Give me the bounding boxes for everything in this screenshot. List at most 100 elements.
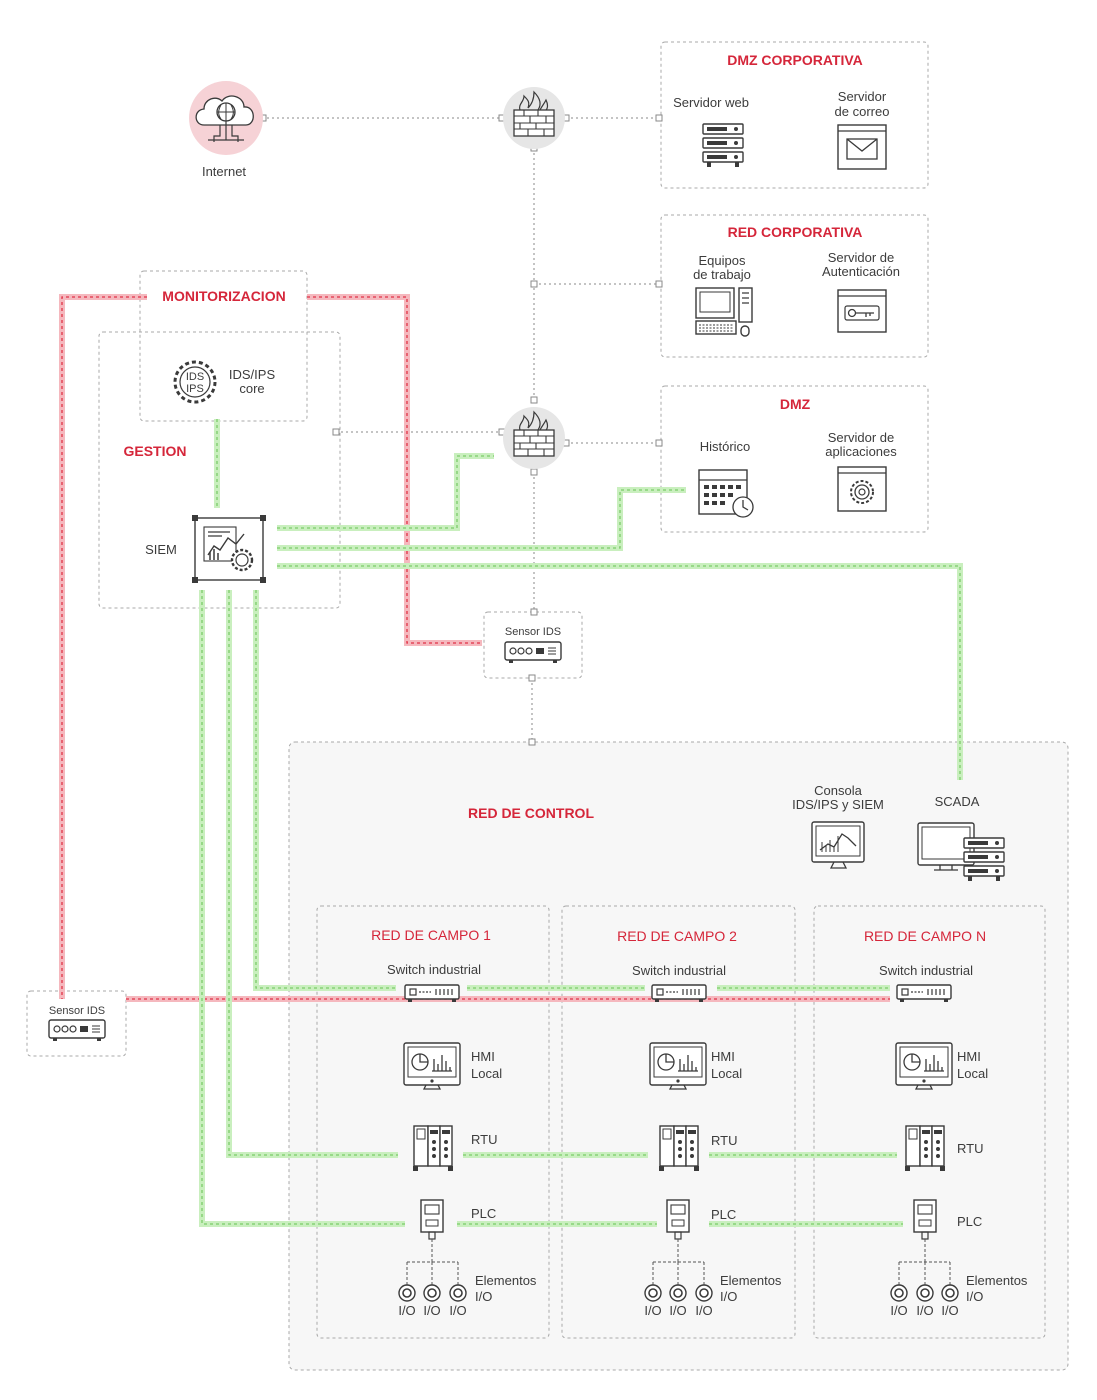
gear-window-icon <box>837 466 887 512</box>
rtu-icon <box>412 1125 454 1172</box>
hmi-label-2: Local <box>711 1066 742 1081</box>
switch-industrial-label: Switch industrial <box>879 963 973 978</box>
io-label: I/O <box>398 1303 415 1318</box>
zone-label-red-corporativa: RED CORPORATIVA <box>728 224 863 240</box>
hmi-label-1: HMI <box>711 1049 735 1064</box>
switch-icon <box>896 984 952 1003</box>
red-campo-n-zone <box>813 905 1046 1339</box>
campo-2-devices: Switch industrial HMI Local RTU PLC I/O … <box>632 963 782 1318</box>
servidor-autenticacion-label-2: Autenticación <box>822 264 900 279</box>
ids-icon-text: IDS <box>186 371 204 383</box>
workstation-icon <box>695 287 753 337</box>
rtu-icon <box>658 1125 700 1172</box>
io-label: I/O <box>695 1303 712 1318</box>
red-campo-2-zone <box>561 905 796 1339</box>
ids-gear-icon: IDS IPS <box>173 360 217 404</box>
servidor-aplicaciones-label-2: aplicaciones <box>825 444 897 459</box>
elementos-io-label-1: Elementos <box>475 1273 537 1288</box>
internet-node: Internet <box>189 81 263 179</box>
historico-label: Histórico <box>700 439 751 454</box>
scada-label: SCADA <box>935 794 980 809</box>
mail-icon <box>837 124 887 170</box>
zone-label-gestion: GESTION <box>123 443 186 459</box>
io-label: I/O <box>890 1303 907 1318</box>
io-icon <box>695 1284 713 1302</box>
sensor-ids-left-label: Sensor IDS <box>49 1005 105 1017</box>
io-icon <box>423 1284 441 1302</box>
hmi-label-2: Local <box>957 1066 988 1081</box>
server-rack-icon <box>702 123 744 168</box>
io-icon <box>941 1284 959 1302</box>
console-monitor-icon <box>811 821 865 869</box>
zone-label-dmz: DMZ <box>780 396 811 412</box>
io-label: I/O <box>916 1303 933 1318</box>
servidor-web-label: Servidor web <box>673 95 749 110</box>
sensor-device-icon <box>504 641 562 664</box>
io-label: I/O <box>449 1303 466 1318</box>
plc-label: PLC <box>471 1206 496 1221</box>
plc-label: PLC <box>711 1207 736 1222</box>
elementos-io-label-2: I/O <box>720 1289 737 1304</box>
siem-chart-icon <box>192 515 266 583</box>
zone-label-campo-2: RED DE CAMPO 2 <box>617 928 737 944</box>
zone-label-red-control: RED DE CONTROL <box>468 805 594 821</box>
servidor-aplicaciones-label-1: Servidor de <box>828 430 894 445</box>
servidor-autenticacion-label-1: Servidor de <box>828 250 894 265</box>
io-icon <box>398 1284 416 1302</box>
rtu-icon <box>904 1125 946 1172</box>
plc-label: PLC <box>957 1214 982 1229</box>
io-label: I/O <box>423 1303 440 1318</box>
io-icon <box>669 1284 687 1302</box>
management-lines <box>199 419 963 1227</box>
switch-icon <box>651 984 707 1003</box>
hmi-label-2: Local <box>471 1066 502 1081</box>
zone-label-monitorizacion: MONITORIZACION <box>162 288 285 304</box>
campo-1-devices: Switch industrial HMI Local RTU PLC I/O … <box>387 962 537 1318</box>
sensor-device-icon <box>48 1019 106 1042</box>
firewall-icon <box>502 406 566 470</box>
ids-ips-core-label-1: IDS/IPS <box>229 367 276 382</box>
elementos-io-label-2: I/O <box>966 1289 983 1304</box>
io-icon <box>644 1284 662 1302</box>
elementos-io-label-2: I/O <box>475 1289 492 1304</box>
key-icon <box>837 289 887 333</box>
zone-label-dmz-corporativa: DMZ CORPORATIVA <box>727 52 863 68</box>
rtu-label: RTU <box>957 1141 983 1156</box>
hmi-label-1: HMI <box>957 1049 981 1064</box>
consola-label-2: IDS/IPS y SIEM <box>792 797 884 812</box>
io-label: I/O <box>669 1303 686 1318</box>
sensor-ids-top-label: Sensor IDS <box>505 626 561 638</box>
elementos-io-label-1: Elementos <box>966 1273 1028 1288</box>
io-label: I/O <box>941 1303 958 1318</box>
hmi-label-1: HMI <box>471 1049 495 1064</box>
io-icon <box>890 1284 908 1302</box>
equipos-trabajo-label-1: Equipos <box>699 253 746 268</box>
internet-label: Internet <box>202 164 246 179</box>
servidor-correo-label-1: Servidor <box>838 89 887 104</box>
switch-icon <box>404 984 460 1003</box>
gestion-zone <box>98 331 341 609</box>
hmi-icon <box>895 1042 953 1090</box>
zone-label-campo-n: RED DE CAMPO N <box>864 928 986 944</box>
equipos-trabajo-label-2: de trabajo <box>693 267 751 282</box>
io-icon <box>916 1284 934 1302</box>
firewall-icon <box>502 86 566 150</box>
switch-industrial-label: Switch industrial <box>632 963 726 978</box>
scada-icon <box>917 822 1005 882</box>
siem-label: SIEM <box>145 542 177 557</box>
network-links <box>257 114 663 746</box>
calendar-clock-icon <box>698 469 754 518</box>
hmi-icon <box>403 1042 461 1090</box>
consola-label-1: Consola <box>814 783 862 798</box>
campo-n-devices: Switch industrial HMI Local RTU PLC I/O … <box>879 963 1028 1318</box>
elementos-io-label-1: Elementos <box>720 1273 782 1288</box>
monitorizacion-zone <box>139 270 308 422</box>
io-icon <box>449 1284 467 1302</box>
io-label: I/O <box>644 1303 661 1318</box>
hmi-icon <box>649 1042 707 1090</box>
switch-industrial-label: Switch industrial <box>387 962 481 977</box>
servidor-correo-label-2: de correo <box>835 104 890 119</box>
ids-ips-core-label-2: core <box>239 381 264 396</box>
rtu-label: RTU <box>711 1133 737 1148</box>
